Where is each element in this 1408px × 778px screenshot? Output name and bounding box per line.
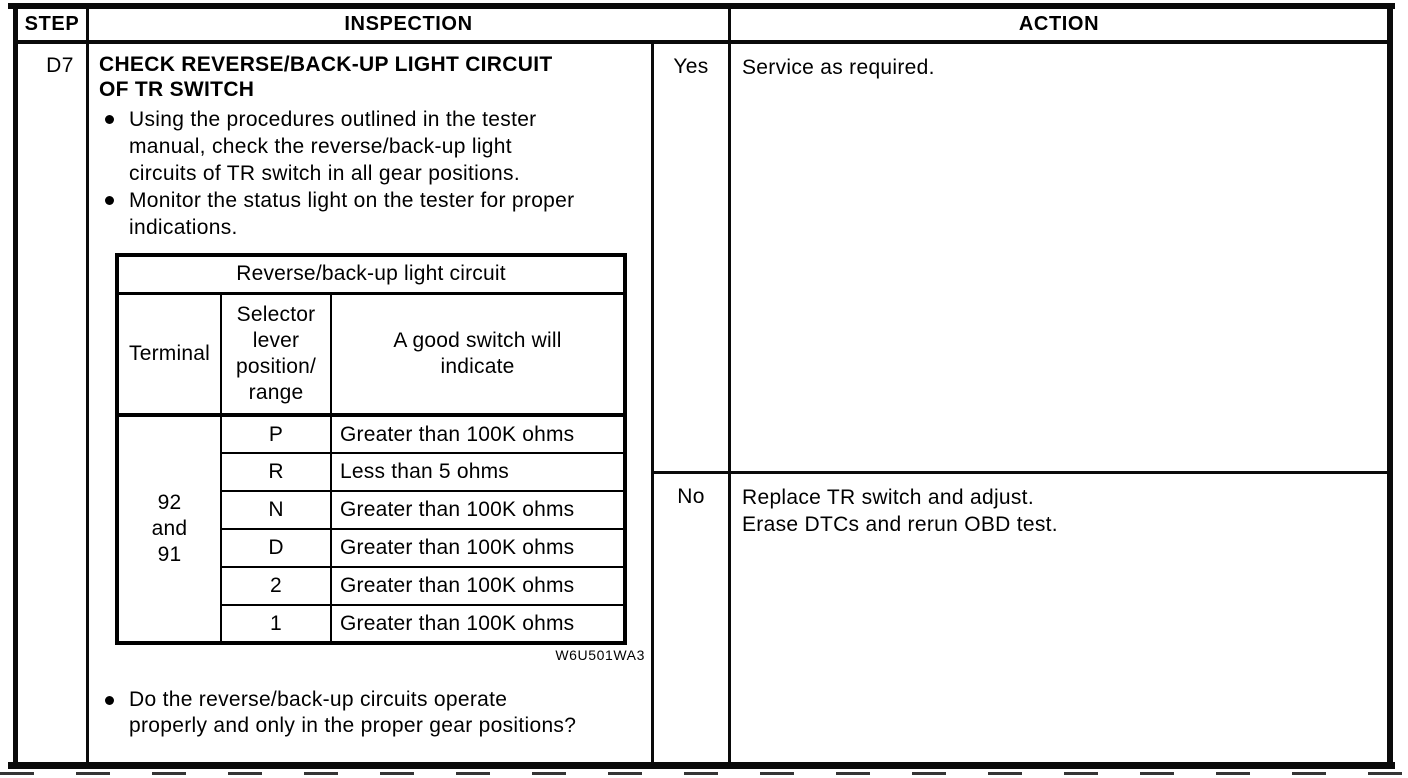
question-text-line: Do the reverse/back-up circuits operate: [129, 688, 508, 711]
col-header-indication: A good switch will indicate: [329, 292, 627, 417]
action-no-text-line: Replace TR switch and adjust.: [742, 486, 1034, 509]
yes-no-row-divider: [651, 471, 1393, 474]
table-row: 2 Greater than 100K ohms: [117, 566, 627, 606]
step-id: D7: [46, 54, 74, 77]
answer-no-label: No: [677, 485, 705, 508]
step-column-divider: [86, 9, 89, 762]
table-row: 1 Greater than 100K ohms: [117, 604, 627, 644]
action-column-header: ACTION: [1018, 13, 1100, 35]
bullet-text-line: Monitor the status light on the tester f…: [129, 189, 575, 212]
bullet-icon: [105, 196, 114, 205]
indication-value: Greater than 100K ohms: [329, 566, 627, 606]
inspection-column-header: INSPECTION: [344, 13, 473, 35]
question-text: Do the reverse/back-up circuits operate …: [129, 687, 576, 739]
indication-value: Less than 5 ohms: [329, 452, 627, 492]
spec-table-wrap: Reverse/back-up light circuit Terminal S…: [115, 253, 647, 645]
position-value: 2: [220, 566, 332, 606]
indication-value: Greater than 100K ohms: [329, 604, 627, 644]
bullet-icon: [105, 696, 114, 705]
answer-yes-label: Yes: [673, 55, 709, 78]
terminal-value: 92 and 91: [116, 414, 222, 644]
action-yes-cell: Service as required.: [742, 54, 1372, 81]
action-yes-text: Service as required.: [742, 56, 935, 79]
outer-border-top: [8, 3, 1395, 9]
table-row: D Greater than 100K ohms: [117, 528, 627, 568]
bullet-text-line: circuits of TR switch in all gear positi…: [129, 162, 520, 185]
table-row: N Greater than 100K ohms: [117, 490, 627, 530]
step-column-header: STEP: [24, 13, 80, 35]
position-value: P: [220, 414, 332, 454]
table-title-row: Reverse/back-up light circuit: [115, 254, 627, 295]
action-column-divider: [728, 9, 731, 762]
figure-reference-code: W6U501WA3: [555, 647, 645, 663]
col-header-terminal: Terminal: [116, 292, 222, 417]
position-value: 1: [220, 604, 332, 644]
table-row: 92 and 91 P Greater than 100K ohms: [116, 414, 627, 644]
bullet-text: Monitor the status light on the tester f…: [129, 187, 574, 241]
scan-artifact-dashes: [0, 772, 1408, 775]
bullet-text-line: indications.: [129, 216, 238, 239]
inspection-title-line: OF TR SWITCH: [99, 78, 255, 101]
indication-value: Greater than 100K ohms: [329, 414, 627, 454]
position-value: N: [220, 490, 332, 530]
table-header-row: Terminal Selector lever position/ range …: [116, 292, 627, 417]
action-no-text-line: Erase DTCs and rerun OBD test.: [742, 513, 1058, 536]
indication-value: Greater than 100K ohms: [329, 490, 627, 530]
table-title: Reverse/back-up light circuit: [115, 254, 627, 295]
inspection-question: Do the reverse/back-up circuits operate …: [99, 687, 647, 739]
bullet-text: Using the procedures outlined in the tes…: [129, 106, 536, 187]
outer-border-left: [13, 3, 18, 769]
bullet-text-line: manual, check the reverse/back-up light: [129, 135, 512, 158]
outer-border-bottom: [8, 762, 1395, 769]
bullet-text-line: Using the procedures outlined in the tes…: [129, 108, 537, 131]
position-value: R: [220, 452, 332, 492]
position-value: D: [220, 528, 332, 568]
inspection-bullet-list: Using the procedures outlined in the tes…: [99, 106, 647, 241]
bullet-item: Monitor the status light on the tester f…: [99, 187, 647, 241]
table-row: R Less than 5 ohms: [117, 452, 627, 492]
inspection-title-line: CHECK REVERSE/BACK-UP LIGHT CIRCUIT: [99, 53, 553, 76]
action-no-cell: Replace TR switch and adjust. Erase DTCs…: [742, 484, 1372, 538]
bullet-item: Using the procedures outlined in the tes…: [99, 106, 647, 187]
col-header-position: Selector lever position/ range: [220, 292, 332, 417]
inspection-answer-divider: [651, 44, 654, 762]
indication-value: Greater than 100K ohms: [329, 528, 627, 568]
reverse-light-circuit-table: Reverse/back-up light circuit Terminal S…: [115, 253, 628, 645]
inspection-cell: CHECK REVERSE/BACK-UP LIGHT CIRCUIT OF T…: [99, 52, 647, 739]
question-text-line: properly and only in the proper gear pos…: [129, 714, 577, 737]
inspection-title: CHECK REVERSE/BACK-UP LIGHT CIRCUIT OF T…: [99, 52, 647, 102]
bullet-icon: [105, 115, 114, 124]
header-row-divider: [13, 40, 1393, 44]
outer-border-right: [1387, 3, 1393, 769]
